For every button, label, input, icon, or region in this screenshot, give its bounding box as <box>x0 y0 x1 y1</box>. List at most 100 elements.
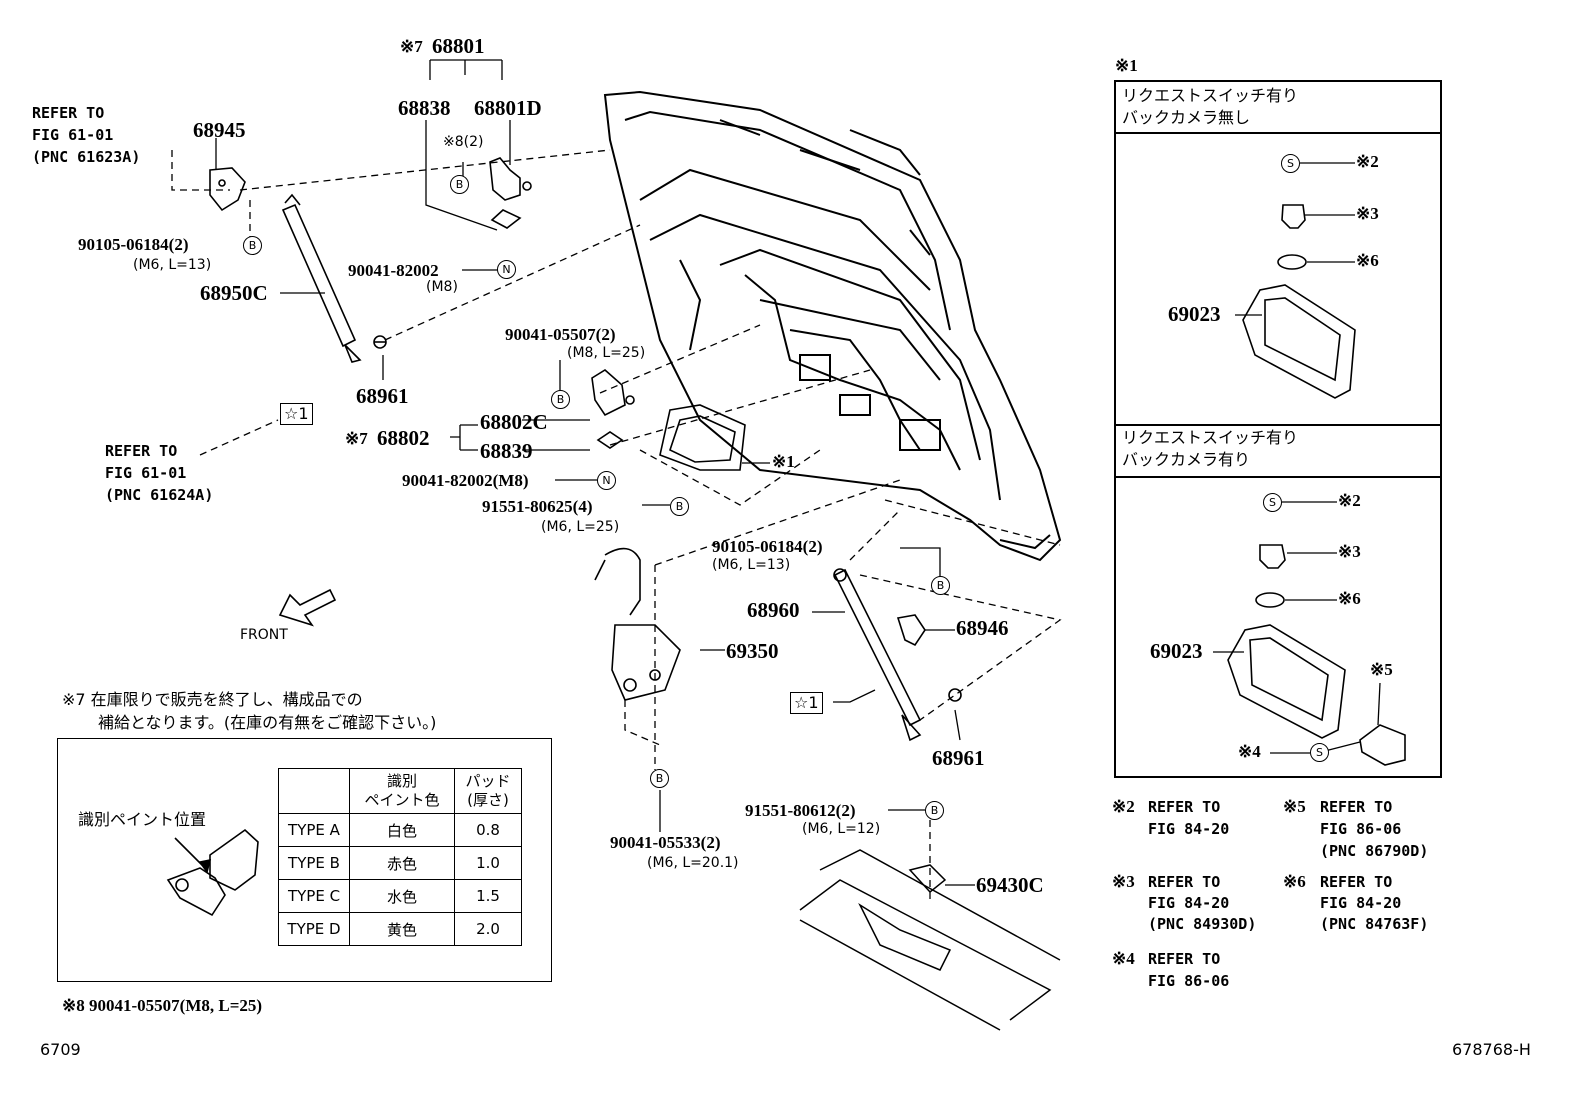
paint-location-label: 識別ペイント位置 <box>78 810 207 829</box>
section2-line1: リクエストスイッチ有り <box>1122 428 1299 447</box>
footnote4-l2[interactable]: FIG 86-06 <box>1148 972 1230 990</box>
table-cell-color: 白色 <box>349 813 455 847</box>
nut-90041-82002-m8[interactable]: 90041-82002(M8) <box>402 471 529 490</box>
footnote3-l2[interactable]: FIG 84-20 <box>1148 894 1230 912</box>
screw-91551-80612[interactable]: 91551-80612(2) <box>745 801 856 820</box>
footnote5-l3: (PNC 86790D) <box>1320 842 1429 860</box>
hinge-68945 <box>209 167 246 212</box>
symbol-b-icon: B <box>450 175 469 194</box>
paint-location-drawing <box>166 828 259 917</box>
part-68945[interactable]: 68945 <box>193 118 246 142</box>
part-68960[interactable]: 68960 <box>747 598 800 622</box>
table-header-paint: 識別ペイント色 <box>349 768 455 814</box>
top-assembly-prefix: ※7 <box>400 37 423 56</box>
door-handle-assembly <box>659 404 746 471</box>
table-cell-type: TYPE B <box>278 846 350 880</box>
switch-parts-bottom <box>1227 544 1406 766</box>
part-68961-upper[interactable]: 68961 <box>356 384 409 408</box>
symbol-b-icon: B <box>925 801 944 820</box>
stud-68961-lower <box>948 688 962 702</box>
section1-line2: バックカメラ無し <box>1122 108 1251 127</box>
symbol-b-icon: B <box>650 769 669 788</box>
paint-type-table: 識別ペイント色 パッド(厚さ) TYPE A 白色 0.8 TYPE B 赤色 … <box>278 768 522 946</box>
nut-90041-82002[interactable]: 90041-82002 <box>348 261 439 280</box>
table-cell-thickness: 2.0 <box>454 912 522 946</box>
screw1-spec: (M6, L=25) <box>541 519 620 535</box>
footnote2-mark: ※2 <box>1112 797 1135 816</box>
part-69350[interactable]: 69350 <box>726 639 779 663</box>
footnote4-l1: REFER TO <box>1148 950 1221 968</box>
s2-note3[interactable]: ※3 <box>1338 542 1361 561</box>
hinge-68801d <box>489 157 532 229</box>
part-68801d[interactable]: 68801D <box>474 96 542 120</box>
s2-note4[interactable]: ※4 <box>1238 742 1261 761</box>
part-68802c[interactable]: 68802C <box>480 410 548 434</box>
part-68838[interactable]: 68838 <box>398 96 451 120</box>
bolt1-spec: (M6, L=13) <box>133 257 212 273</box>
bolt-90041-05533[interactable]: 90041-05533(2) <box>610 833 721 852</box>
table-cell-thickness: 1.0 <box>454 846 522 880</box>
bolt-90105-06184[interactable]: 90105-06184(2) <box>78 235 189 254</box>
s1-note6[interactable]: ※6 <box>1356 251 1379 270</box>
nut1-spec: (M8) <box>426 279 458 295</box>
bolt-90041-05507[interactable]: 90041-05507(2) <box>505 325 616 344</box>
star-ref-label[interactable]: ☆1 <box>280 403 313 425</box>
ref2-line2: FIG 61-01 <box>105 464 187 482</box>
symbol-b-icon: B <box>931 576 950 595</box>
s2-note6[interactable]: ※6 <box>1338 589 1361 608</box>
part-69023-top[interactable]: 69023 <box>1168 302 1221 326</box>
table-cell-color: 水色 <box>349 879 455 913</box>
ref2-line3: (PNC 61624A) <box>105 486 214 504</box>
s2-note2[interactable]: ※2 <box>1338 491 1361 510</box>
footnote5-l1: REFER TO <box>1320 798 1393 816</box>
part-68946[interactable]: 68946 <box>956 616 1009 640</box>
footnote5-mark: ※5 <box>1283 797 1306 816</box>
symbol-b-icon: B <box>670 497 689 516</box>
table-cell-thickness: 1.5 <box>454 879 522 913</box>
bolt2-spec: (M8, L=25) <box>567 345 646 361</box>
part-69023-bottom[interactable]: 69023 <box>1150 639 1203 663</box>
part-68802[interactable]: 68802 <box>377 426 430 450</box>
panel-divider-3 <box>1114 476 1442 478</box>
section1-line1: リクエストスイッチ有り <box>1122 86 1299 105</box>
body-panel-69430c <box>799 849 1061 1031</box>
footnote6-mark: ※6 <box>1283 872 1306 891</box>
s1-note2[interactable]: ※2 <box>1356 152 1379 171</box>
table-row: TYPE C 水色 1.5 <box>278 879 522 913</box>
part-68961-lower[interactable]: 68961 <box>932 746 985 770</box>
symbol-b-icon: B <box>243 236 262 255</box>
footnote3-l3: (PNC 84930D) <box>1148 915 1257 933</box>
variant-panel <box>1114 80 1442 778</box>
bolt-90105-06184-lower[interactable]: 90105-06184(2) <box>712 537 823 556</box>
hinge-68946 <box>896 614 926 647</box>
footnote6-l3: (PNC 84763F) <box>1320 915 1429 933</box>
footnote5-l2[interactable]: FIG 86-06 <box>1320 820 1402 838</box>
table-cell-type: TYPE D <box>278 912 350 946</box>
part-68950c[interactable]: 68950C <box>200 281 268 305</box>
footnote2-l2[interactable]: FIG 84-20 <box>1148 820 1230 838</box>
bolt3-spec: (M6, L=13) <box>712 557 791 573</box>
s1-note3[interactable]: ※3 <box>1356 204 1379 223</box>
note7-line2: 補給となります。(在庫の有無をご確認下さい。) <box>98 713 437 732</box>
front-arrow <box>278 588 337 627</box>
s2-note5[interactable]: ※5 <box>1370 660 1393 679</box>
handle-ref-1[interactable]: ※1 <box>772 452 795 471</box>
page-number: 6709 <box>40 1040 81 1059</box>
footnote4-mark: ※4 <box>1112 949 1135 968</box>
screw-91551-80625[interactable]: 91551-80625(4) <box>482 497 593 516</box>
symbol-s-icon: S <box>1310 743 1329 762</box>
part-69430c[interactable]: 69430C <box>976 873 1044 897</box>
part-68801[interactable]: 68801 <box>432 34 485 58</box>
table-header-row: 識別ペイント色 パッド(厚さ) <box>278 768 522 814</box>
ref1-line3: (PNC 61623A) <box>32 148 141 166</box>
star-ref-label-lower[interactable]: ☆1 <box>790 692 823 714</box>
part-68839[interactable]: 68839 <box>480 439 533 463</box>
table-row: TYPE D 黄色 2.0 <box>278 912 522 946</box>
drawing-id: 678768-H <box>1452 1040 1531 1059</box>
right-panel-leaders <box>1270 162 1381 754</box>
footnote6-l2[interactable]: FIG 84-20 <box>1320 894 1402 912</box>
lock-69350 <box>594 547 681 701</box>
table-cell-color: 赤色 <box>349 846 455 880</box>
part-68802-prefix: ※7 <box>345 429 368 448</box>
table-cell-color: 黄色 <box>349 912 455 946</box>
